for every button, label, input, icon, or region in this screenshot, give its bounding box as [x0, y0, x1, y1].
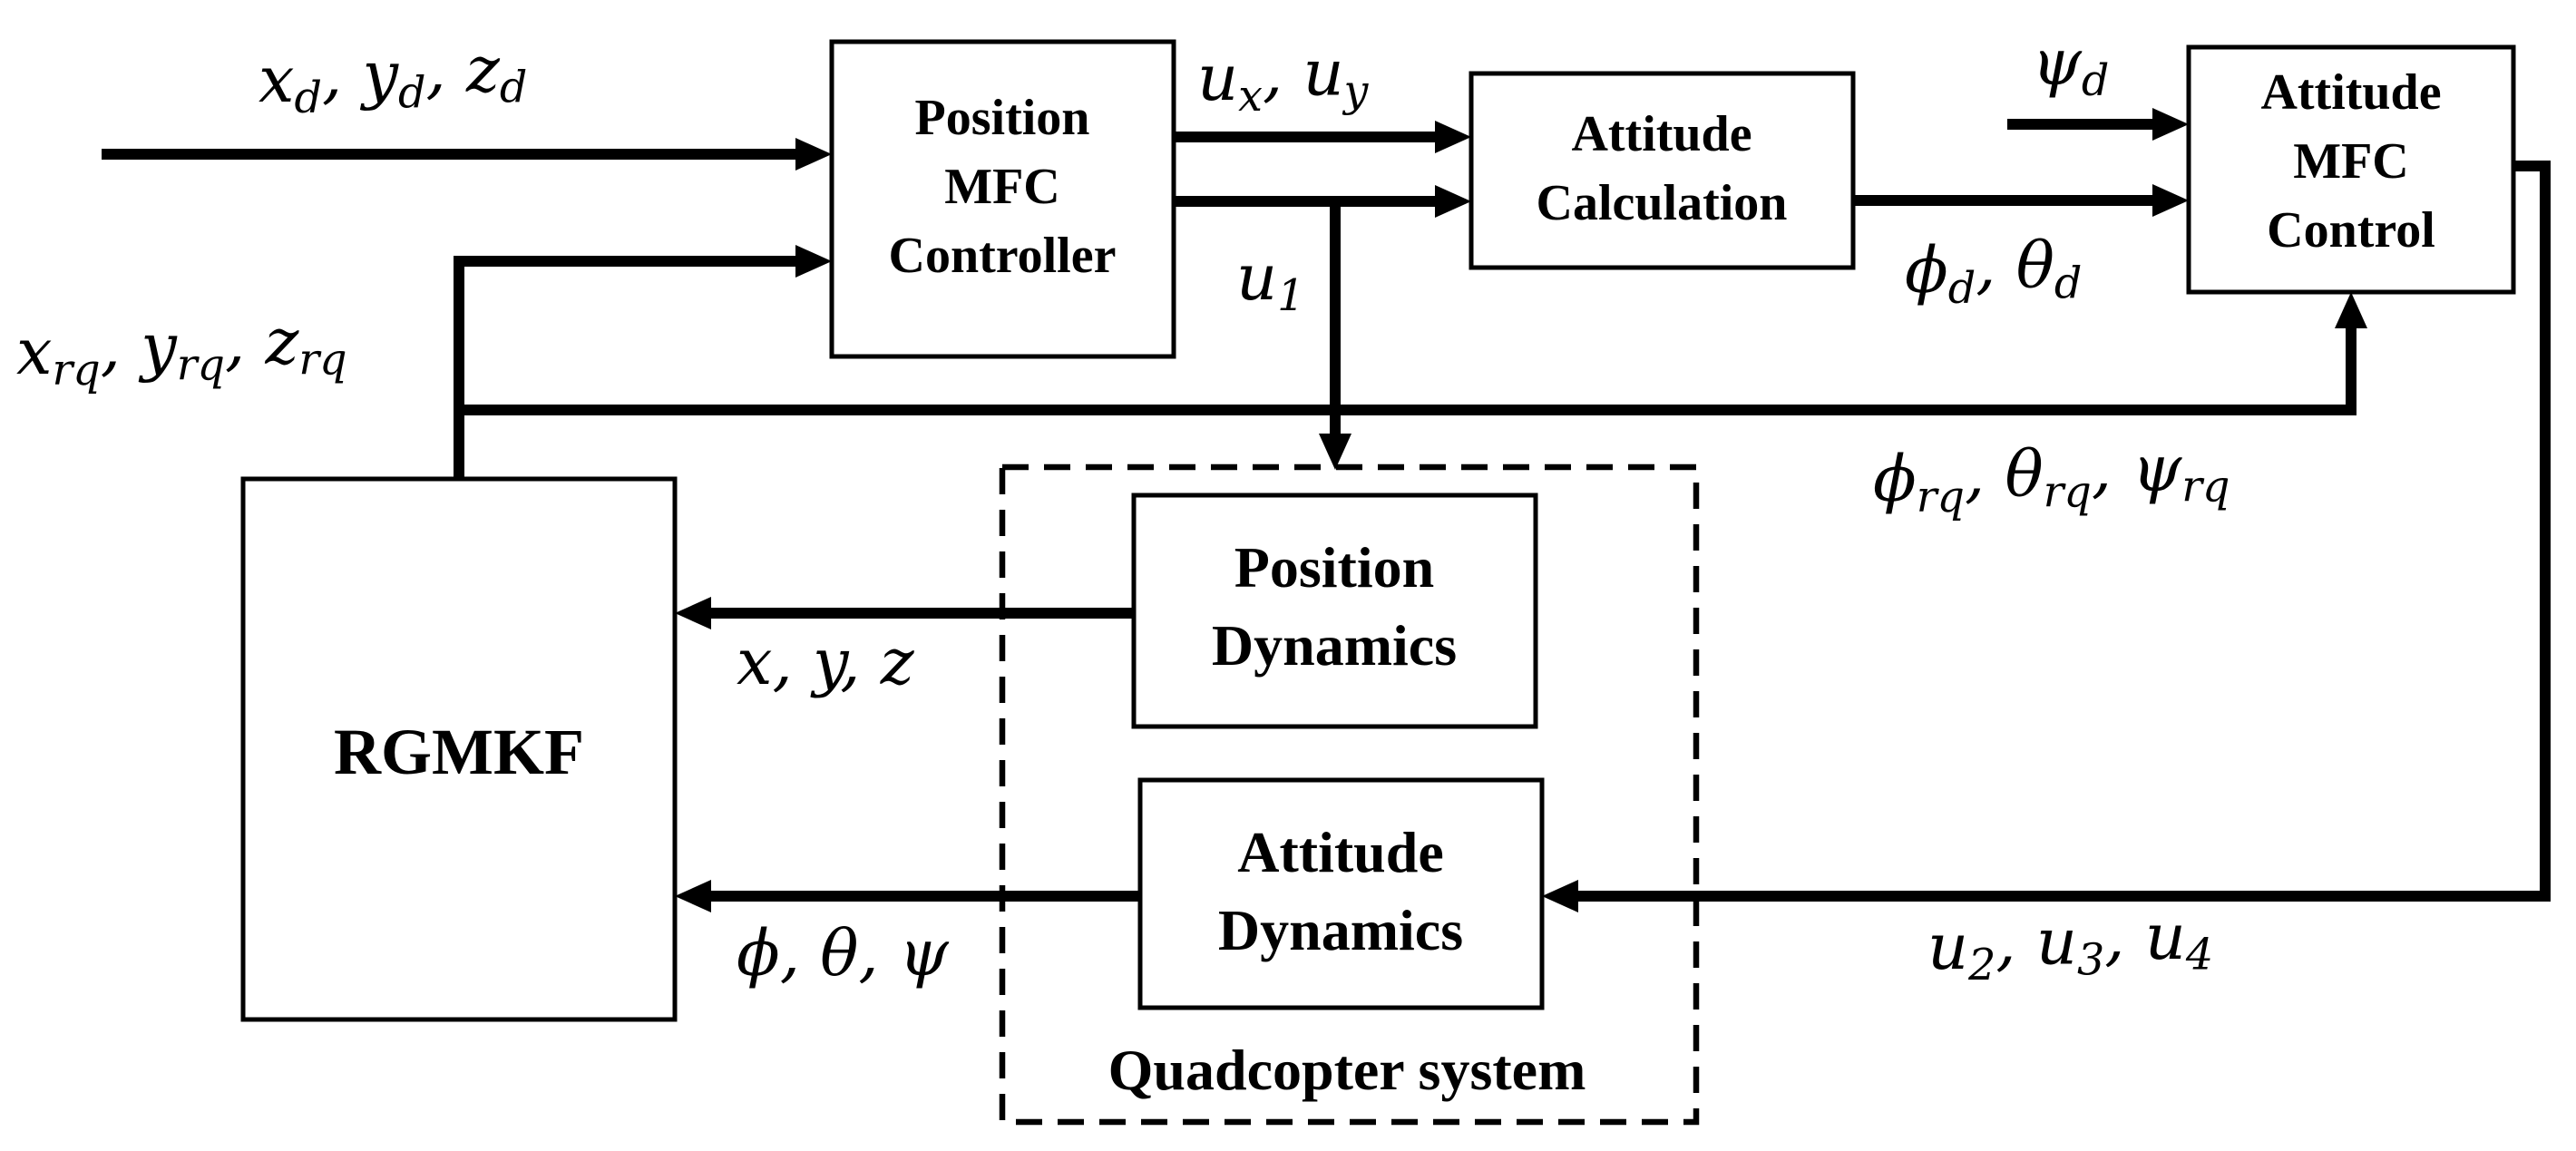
attitude-output-label: ϕ, θ, ψ: [737, 916, 950, 990]
u1-arrowhead: [1319, 434, 1351, 470]
math-subscript: d: [2054, 258, 2082, 308]
math-symbol: ψ: [2032, 25, 2083, 100]
math-symbol: θ: [2005, 436, 2043, 511]
math-symbol: u: [1927, 910, 1968, 984]
math-separator: ,: [322, 37, 363, 112]
estimated-attitude-label: ϕrq, θrq, ψrq: [1873, 432, 2230, 522]
position-output-label: x, y, z: [737, 625, 915, 699]
attitude-mfc-control-block: Attitude MFC Control: [2186, 44, 2516, 295]
position-output-arrowhead: [675, 597, 711, 629]
math-subscript: d: [500, 63, 527, 113]
math-subscript: 2: [1967, 941, 1995, 990]
math-subscript: d: [2082, 56, 2109, 106]
ux-uy-arrowhead: [1435, 121, 1471, 153]
attitude-dyn-line-2: Dynamics: [1218, 898, 1463, 962]
math-subscript: rq: [2181, 463, 2230, 512]
math-separator: ,: [1995, 904, 2036, 979]
attitude-calc-line-2: Calculation: [1537, 175, 1788, 231]
math-symbol: ψ: [2132, 432, 2182, 506]
signal-wires: [102, 108, 2551, 912]
math-symbol: x: [16, 315, 52, 389]
rgmkf-block: RGMKF: [240, 476, 678, 1022]
math-separator: ,: [1965, 436, 2005, 511]
math-separator: ϕ, θ, ψ: [737, 916, 950, 990]
math-symbol: u: [1236, 240, 1277, 315]
math-separator: ,: [1263, 35, 1303, 110]
quadcopter-system-label: Quadcopter system: [1108, 1038, 1586, 1102]
math-subscript: d: [1948, 264, 1976, 314]
rgmkf-attitude-feedback-arrowhead: [2335, 292, 2367, 328]
math-symbol: θ: [2016, 228, 2054, 302]
u-to-attitude-calc-arrowhead: [1435, 185, 1471, 218]
math-symbol: ϕ: [1905, 233, 1948, 307]
reference-position-label: xd, yd, zd: [259, 33, 527, 123]
rgmkf-label: RGMKF: [334, 716, 584, 788]
math-separator: ,: [2092, 432, 2132, 506]
attitude-dyn-line-1: Attitude: [1237, 820, 1444, 884]
position-dyn-line-2: Dynamics: [1212, 613, 1457, 678]
rgmkf-attitude-feedback-wire: [459, 328, 2356, 415]
math-symbol: u: [2036, 904, 2077, 979]
math-subscript: 3: [2077, 935, 2104, 985]
position-mfc-controller-block: Position MFC Controller: [829, 39, 1176, 359]
attitude-mfc-line-2: MFC: [2293, 133, 2409, 190]
math-separator: ,: [1976, 228, 2016, 302]
rgmkf-position-feedback-arrowhead: [795, 245, 832, 278]
estimated-position-label: xrq, yrq, zrq: [16, 305, 347, 395]
math-subscript: rq: [177, 340, 225, 390]
phi-theta-d-label: ϕd, θd: [1905, 228, 2082, 314]
attitude-calculation-block: Attitude Calculation: [1469, 71, 1856, 270]
math-symbol: z: [465, 33, 501, 107]
psi-d-label: ψd: [2032, 25, 2109, 106]
math-subscript: 4: [2185, 931, 2213, 980]
attitude-calc-line-1: Attitude: [1571, 106, 1751, 162]
u1-label: u1: [1236, 240, 1304, 321]
position-mfc-line-3: Controller: [889, 228, 1117, 284]
ux-uy-label: ux, uy: [1197, 35, 1370, 121]
math-separator: x, y, z: [737, 625, 915, 699]
math-subscript: rq: [298, 336, 346, 385]
position-mfc-line-2: MFC: [944, 159, 1060, 215]
quadcopter-system-boundary: [999, 463, 1700, 1126]
math-symbol: u: [1197, 41, 1238, 115]
math-symbol: u: [1303, 35, 1343, 110]
math-subscript: x: [1238, 72, 1263, 122]
reference-input-arrowhead: [795, 138, 832, 171]
math-subscript: d: [398, 68, 425, 118]
position-dyn-line-1: Position: [1234, 535, 1434, 600]
math-symbol: y: [359, 37, 399, 112]
math-subscript: rq: [52, 346, 100, 395]
attitude-output-arrowhead: [675, 880, 711, 912]
control-inputs-label: u2, u3, u4: [1927, 900, 2213, 990]
math-subscript: y: [1342, 66, 1370, 116]
control-inputs-wire: [1578, 161, 2551, 902]
math-separator: ,: [2104, 900, 2145, 974]
math-subscript: 1: [1277, 271, 1304, 321]
math-subscript: rq: [1917, 473, 1965, 522]
math-symbol: ϕ: [1873, 442, 1917, 516]
phi-theta-d-arrowhead: [2152, 184, 2189, 217]
control-inputs-arrowhead: [1542, 880, 1578, 912]
rgmkf-position-feedback-wire: [454, 256, 795, 479]
math-symbol: z: [265, 305, 300, 379]
math-symbol: u: [2145, 900, 2186, 974]
attitude-mfc-line-3: Control: [2267, 202, 2435, 258]
math-separator: ,: [101, 309, 141, 384]
math-symbol: x: [259, 43, 294, 117]
math-separator: ,: [225, 305, 266, 379]
math-subscript: d: [294, 73, 321, 123]
math-separator: ,: [425, 33, 466, 107]
attitude-dynamics-block: Attitude Dynamics: [1137, 777, 1545, 1010]
psi-d-arrowhead: [2152, 108, 2189, 141]
position-mfc-line-1: Position: [915, 90, 1090, 146]
math-subscript: rq: [2044, 467, 2092, 517]
position-dynamics-block: Position Dynamics: [1131, 493, 1538, 729]
math-symbol: y: [138, 309, 178, 384]
attitude-mfc-line-1: Attitude: [2260, 64, 2441, 121]
